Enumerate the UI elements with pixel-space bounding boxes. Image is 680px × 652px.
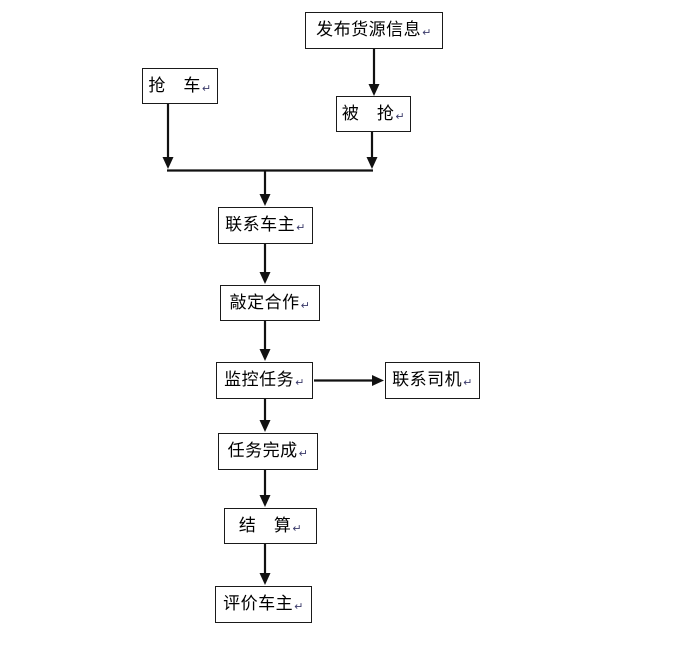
edge-monitor-to-driver [314,375,384,386]
node-task-done[interactable]: 任务完成↵ [218,433,318,470]
pilcrow-icon: ↵ [395,109,406,123]
node-contact-owner-label: 联系车主 [225,215,296,235]
edge-monitor-to-done [259,399,271,432]
pilcrow-icon: ↵ [294,600,304,613]
node-contact-driver-label: 联系司机 [392,370,463,390]
node-monitor-task[interactable]: 监控任务↵ [216,362,313,399]
node-been-grabbed-label: 被 抢 [341,103,395,124]
edge-publish-to-been-grabbed [368,49,380,96]
node-rate-owner[interactable]: 评价车主↵ [215,586,312,623]
pilcrow-icon: ↵ [463,376,473,389]
node-publish-label: 发布货源信息 [316,20,422,40]
node-monitor-task-label: 监控任务 [224,370,295,390]
edge-owner-to-coop [259,244,271,284]
node-grab-car[interactable]: 抢 车↵ [142,68,218,104]
node-settle-coop[interactable]: 敲定合作↵ [220,285,320,321]
node-settle-coop-label: 敲定合作 [229,292,300,313]
pilcrow-icon: ↵ [295,376,305,389]
edge-grab-car-to-bus [162,104,174,169]
node-contact-owner[interactable]: 联系车主↵ [218,207,313,244]
pilcrow-icon: ↵ [201,81,212,95]
node-task-done-label: 任务完成 [227,441,298,461]
node-publish[interactable]: 发布货源信息↵ [305,12,443,49]
edge-done-to-settlement [259,470,271,507]
pilcrow-icon: ↵ [298,447,309,460]
edge-been-grabbed-to-bus [366,132,378,169]
node-rate-owner-label: 评价车主 [223,594,294,614]
node-been-grabbed[interactable]: 被 抢↵ [336,96,411,132]
node-settlement-label: 结 算 [238,515,292,536]
node-contact-driver[interactable]: 联系司机↵ [385,362,480,399]
pilcrow-icon: ↵ [292,521,303,535]
pilcrow-icon: ↵ [300,298,311,312]
node-grab-car-label: 抢 车 [148,75,201,96]
pilcrow-icon: ↵ [422,26,432,39]
edge-bus-to-contact-owner [259,171,271,206]
pilcrow-icon: ↵ [296,221,306,234]
edge-coop-to-monitor [259,321,271,361]
node-settlement[interactable]: 结 算↵ [224,508,317,544]
edge-settlement-to-rate [259,544,271,585]
